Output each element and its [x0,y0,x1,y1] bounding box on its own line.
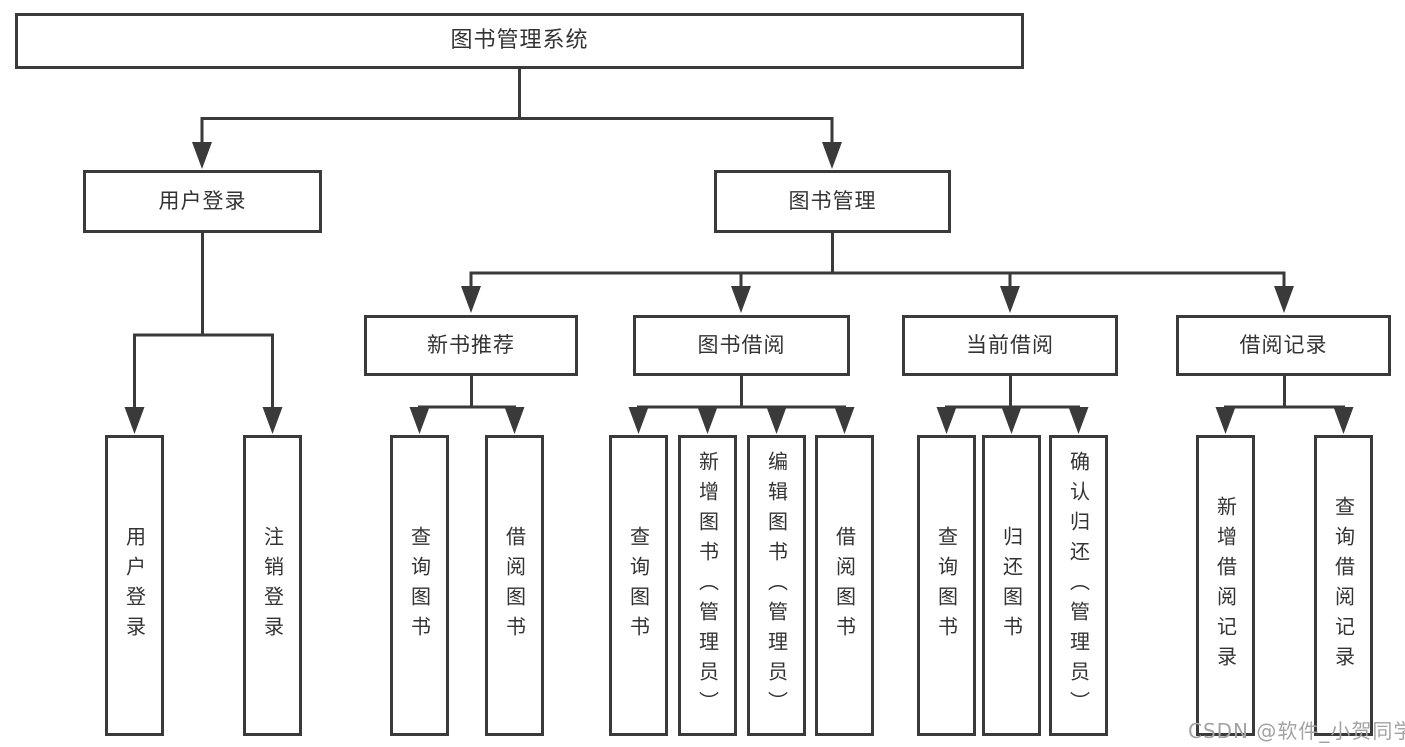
node-new-book-recommend: 新书推荐 [364,315,578,376]
node-borrow-records: 借阅记录 [1176,315,1391,376]
leaf-label: 查询借阅记录 [1331,495,1356,676]
leaf-add-borrow-record: 新增借阅记录 [1196,435,1255,736]
leaf-add-book-admin: 新增图书（管理员） [678,435,737,736]
leaf-logout: 注销登录 [243,435,302,736]
node-book-management: 图书管理 [714,170,951,233]
leaf-label: 新增图书（管理员） [695,450,720,721]
node-label: 用户登录 [158,188,247,213]
node-label: 图书借阅 [697,332,786,357]
node-user-login: 用户登录 [83,170,322,233]
node-current-borrow: 当前借阅 [902,315,1118,376]
node-label: 借阅记录 [1239,332,1328,357]
leaf-label: 查询图书 [626,525,651,646]
leaf-user-login: 用户登录 [105,435,164,736]
leaf-edit-book-admin: 编辑图书（管理员） [747,435,806,736]
leaf-label: 借阅图书 [502,525,527,646]
leaf-query-books-current: 查询图书 [917,435,976,736]
leaf-confirm-return-admin: 确认归还（管理员） [1049,435,1108,736]
leaf-borrow-books: 借阅图书 [815,435,874,736]
leaf-label: 新增借阅记录 [1213,495,1238,676]
leaf-query-books-recommend: 查询图书 [390,435,449,736]
leaf-query-borrow-record: 查询借阅记录 [1314,435,1373,736]
leaf-label: 查询图书 [934,525,959,646]
arrowhead-icons [124,142,1354,434]
leaf-return-books: 归还图书 [982,435,1041,736]
leaf-label: 借阅图书 [832,525,857,646]
leaf-label: 注销登录 [260,525,285,646]
leaf-borrow-books-recommend: 借阅图书 [485,435,544,736]
node-label: 图书管理系统 [450,27,589,53]
watermark: CSDN @软件_小贺同学 [1188,719,1405,743]
node-label: 当前借阅 [966,332,1054,357]
node-label: 新书推荐 [427,332,515,357]
leaf-query-books-borrow: 查询图书 [609,435,668,736]
node-book-borrow: 图书借阅 [633,315,850,376]
leaf-label: 编辑图书（管理员） [764,450,789,721]
leaf-label: 查询图书 [407,525,432,646]
leaf-label: 用户登录 [122,525,147,646]
leaf-label: 确认归还（管理员） [1066,450,1091,721]
leaf-label: 归还图书 [999,525,1024,646]
node-label: 图书管理 [788,188,877,213]
node-library-management-system: 图书管理系统 [15,13,1024,69]
